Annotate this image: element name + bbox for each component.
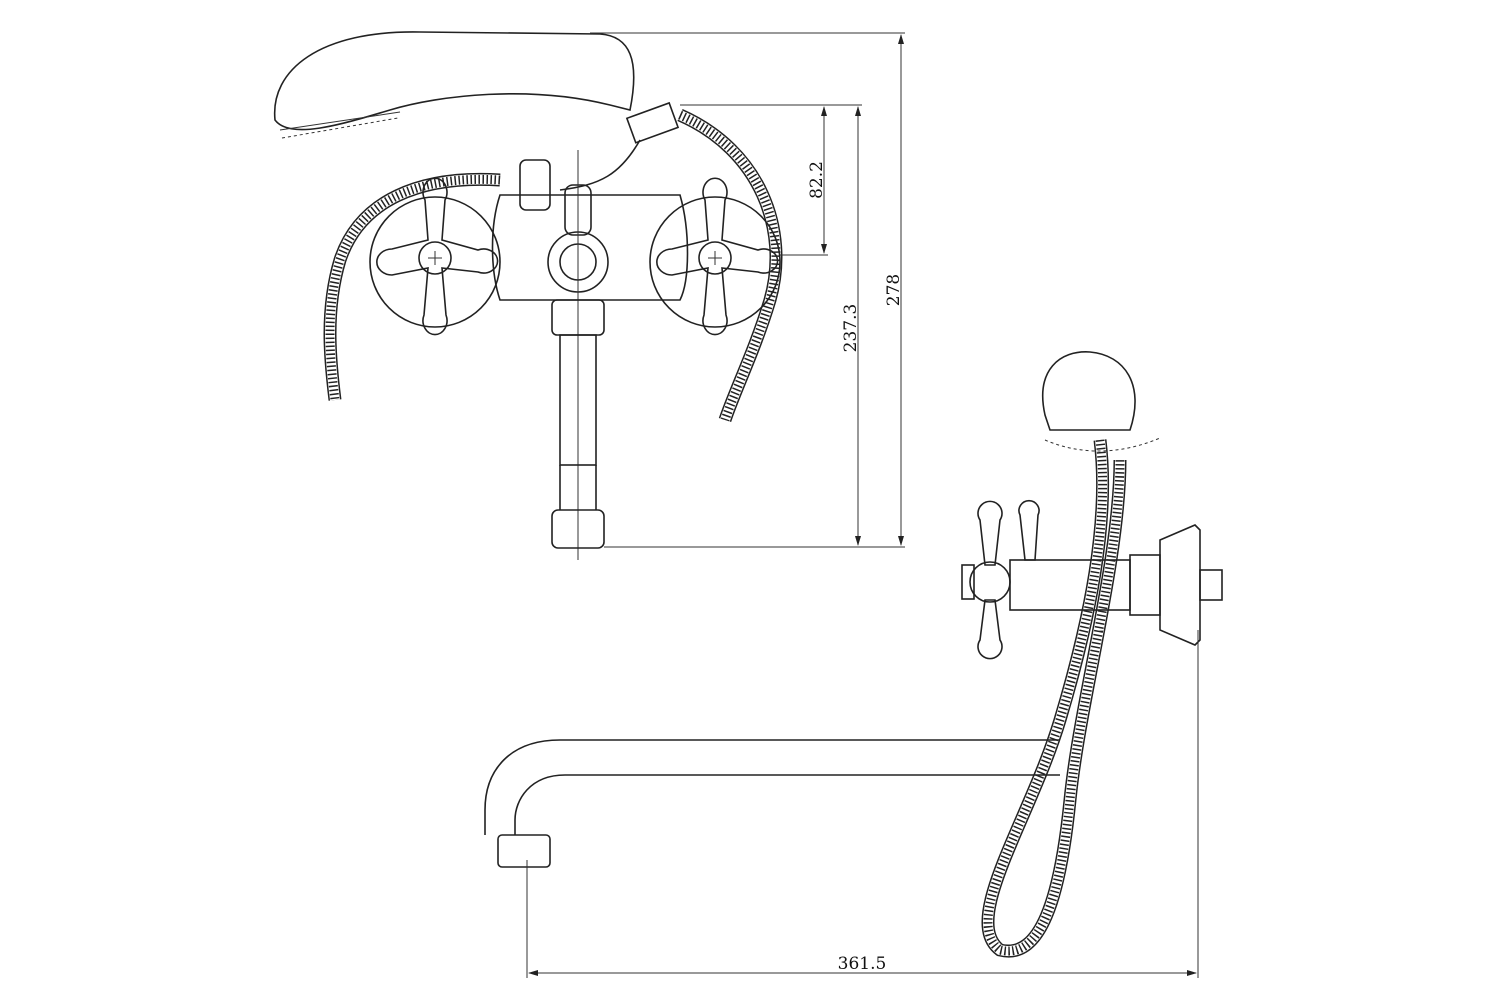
hand-shower bbox=[273, 31, 680, 144]
side-view bbox=[484, 351, 1223, 958]
cross-handle-right bbox=[656, 177, 779, 336]
front-view bbox=[273, 31, 783, 560]
mixer-body bbox=[369, 150, 781, 560]
side-spout bbox=[484, 739, 1060, 868]
spout-front bbox=[551, 299, 605, 549]
side-body bbox=[961, 499, 1223, 660]
dim-label-82: 82.2 bbox=[807, 161, 827, 199]
dimensions: 82.2 237.3 278 361.5 bbox=[526, 32, 1199, 978]
dim-label-361: 361.5 bbox=[838, 954, 887, 974]
cross-handle-left bbox=[376, 177, 499, 336]
hose-right bbox=[677, 109, 783, 423]
hose-left bbox=[323, 172, 501, 401]
dim-label-237: 237.3 bbox=[841, 304, 861, 353]
dim-label-278: 278 bbox=[884, 274, 904, 306]
side-hose bbox=[981, 439, 1127, 958]
side-shower-head bbox=[1042, 351, 1161, 452]
